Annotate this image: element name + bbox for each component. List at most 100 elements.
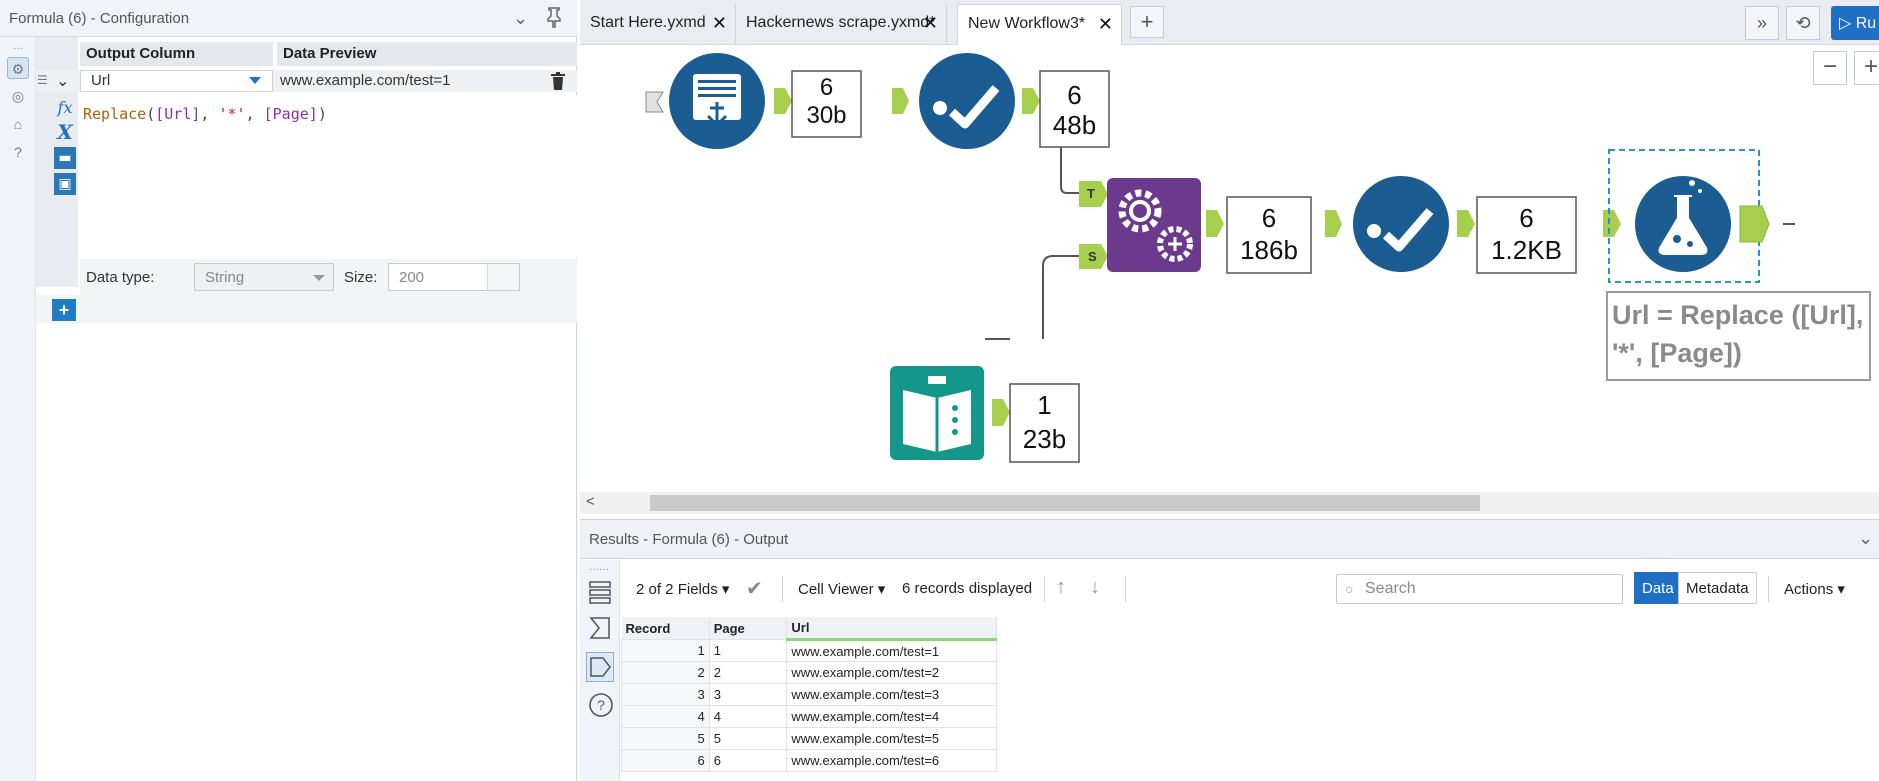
record-cell[interactable]: 5 xyxy=(621,727,710,750)
size-stepper[interactable] xyxy=(487,264,519,290)
input-anchor[interactable] xyxy=(1603,210,1621,237)
zoom-in-button[interactable]: + xyxy=(1854,51,1879,85)
gear-icon[interactable]: ⚙ xyxy=(7,57,29,79)
col-url[interactable]: Url xyxy=(786,617,997,641)
size-label: Size: xyxy=(344,269,378,286)
variable-icon[interactable]: X xyxy=(57,120,73,144)
select-tool[interactable] xyxy=(919,53,1015,149)
formula-expression[interactable]: Replace([Url], '*', [Page]) xyxy=(83,105,327,123)
table-view-icon[interactable] xyxy=(589,580,611,609)
input-data-tool[interactable] xyxy=(669,53,765,149)
input-anchor[interactable] xyxy=(892,88,909,114)
connection-icon[interactable]: ◎ xyxy=(11,88,25,104)
workflow-diagram[interactable] xyxy=(580,46,1879,491)
pin-icon[interactable] xyxy=(545,6,563,33)
anchor-s[interactable] xyxy=(1079,244,1108,269)
url-cell[interactable]: www.example.com/test=6 xyxy=(786,749,997,772)
output-column-select[interactable]: Url xyxy=(80,70,273,92)
help-icon[interactable]: ? xyxy=(588,692,614,723)
scroll-thumb[interactable] xyxy=(650,495,1480,511)
panel-title: Formula (6) - Configuration xyxy=(9,10,190,27)
col-page[interactable]: Page xyxy=(709,617,788,640)
formula-editor[interactable] xyxy=(80,95,577,258)
url-cell[interactable]: www.example.com/test=5 xyxy=(786,727,997,750)
tab-new-workflow3[interactable]: New Workflow3*✕ xyxy=(957,4,1122,45)
page-cell[interactable]: 6 xyxy=(708,749,788,772)
url-cell[interactable]: www.example.com/test=3 xyxy=(786,683,997,706)
output-anchor[interactable] xyxy=(1457,210,1475,237)
record-cell[interactable]: 3 xyxy=(621,683,710,706)
chevron-down-icon[interactable]: ⌄ xyxy=(513,8,529,28)
new-tab-button[interactable]: + xyxy=(1130,6,1164,38)
url-cell[interactable]: www.example.com/test=1 xyxy=(786,639,997,662)
data-tab[interactable]: Data xyxy=(1634,572,1682,604)
save-icon[interactable]: ▣ xyxy=(54,173,76,195)
output-anchor[interactable] xyxy=(774,88,792,114)
append-fields-tool[interactable] xyxy=(1107,178,1201,272)
page-cell[interactable]: 3 xyxy=(708,683,788,706)
col-record[interactable]: Record xyxy=(621,617,710,640)
fields-dropdown[interactable]: 2 of 2 Fields ▾ xyxy=(636,581,730,598)
select-tool-2[interactable] xyxy=(1353,176,1449,272)
actions-dropdown[interactable]: Actions ▾ xyxy=(1784,581,1845,598)
output-anchor[interactable] xyxy=(992,399,1010,426)
output-anchor[interactable] xyxy=(1022,88,1040,114)
help-icon[interactable]: ? xyxy=(14,144,22,160)
tag-icon[interactable]: ⌂ xyxy=(13,116,23,132)
cell-viewer-dropdown[interactable]: Cell Viewer ▾ xyxy=(798,581,886,598)
tab-start-here[interactable]: Start Here.yxmd✕ xyxy=(580,4,736,45)
arrow-up-icon[interactable]: ↑ xyxy=(1056,576,1066,598)
chevron-down-icon[interactable]: ⌄ xyxy=(1858,528,1874,548)
horizontal-scrollbar[interactable]: < xyxy=(580,492,1879,514)
records-displayed: 6 records displayed xyxy=(902,580,1033,597)
formula-tool[interactable] xyxy=(1635,176,1731,272)
folder-icon[interactable]: ▬ xyxy=(54,147,76,169)
size-input[interactable]: 200 xyxy=(388,263,520,291)
workflow-canvas[interactable]: 6 30b 6 48b 6 186b 6 1.2KB 1 23b T S Url… xyxy=(580,46,1879,516)
close-icon[interactable]: ✕ xyxy=(1097,14,1113,34)
metadata-tab[interactable]: Metadata xyxy=(1678,572,1757,604)
text-input-tool[interactable] xyxy=(890,366,984,460)
checkmark-icon[interactable]: ✔ xyxy=(746,578,763,600)
close-icon[interactable]: ✕ xyxy=(922,13,938,33)
record-cell[interactable]: 2 xyxy=(621,661,710,684)
run-button[interactable]: ▷ Ru xyxy=(1831,6,1879,40)
scroll-left-icon[interactable]: < xyxy=(586,493,595,510)
function-icon[interactable]: fx xyxy=(57,98,73,117)
input-anchor[interactable] xyxy=(1325,210,1342,237)
search-input[interactable]: ○ Search xyxy=(1336,574,1623,604)
page-cell[interactable]: 5 xyxy=(708,727,788,750)
record-cell[interactable]: 4 xyxy=(621,705,710,728)
page-cell[interactable]: 1 xyxy=(708,639,788,662)
add-expression-button[interactable]: + xyxy=(52,299,76,321)
close-icon[interactable]: ✕ xyxy=(711,13,727,33)
record-cell[interactable]: 6 xyxy=(621,749,710,772)
tab-hackernews-scrape[interactable]: Hackernews scrape.yxmd*✕ xyxy=(736,4,947,45)
url-cell[interactable]: www.example.com/test=4 xyxy=(786,705,997,728)
history-icon[interactable]: ⟲ xyxy=(1786,6,1820,40)
page-cell[interactable]: 4 xyxy=(708,705,788,728)
drag-handle-icon[interactable]: ☰ xyxy=(37,73,48,87)
output-anchor[interactable] xyxy=(1206,210,1224,237)
input-view-icon[interactable] xyxy=(589,616,611,645)
output-view-icon[interactable] xyxy=(586,652,614,682)
data-type-select[interactable]: String xyxy=(194,263,334,291)
chevron-down-icon[interactable]: ⌄ xyxy=(56,73,70,90)
input-anchor[interactable] xyxy=(645,91,664,113)
anchor-t[interactable] xyxy=(1079,181,1108,207)
zoom-out-button[interactable]: − xyxy=(1813,51,1847,85)
overflow-chevron-icon[interactable]: » xyxy=(1745,6,1779,40)
output-anchor[interactable] xyxy=(1739,205,1770,243)
trash-icon[interactable] xyxy=(550,72,566,95)
record-cell[interactable]: 1 xyxy=(621,639,710,662)
page-cell[interactable]: 2 xyxy=(708,661,788,684)
arrow-down-icon[interactable]: ↓ xyxy=(1090,576,1100,598)
url-cell[interactable]: www.example.com/test=2 xyxy=(786,661,997,684)
record-count-badge xyxy=(1009,383,1080,463)
